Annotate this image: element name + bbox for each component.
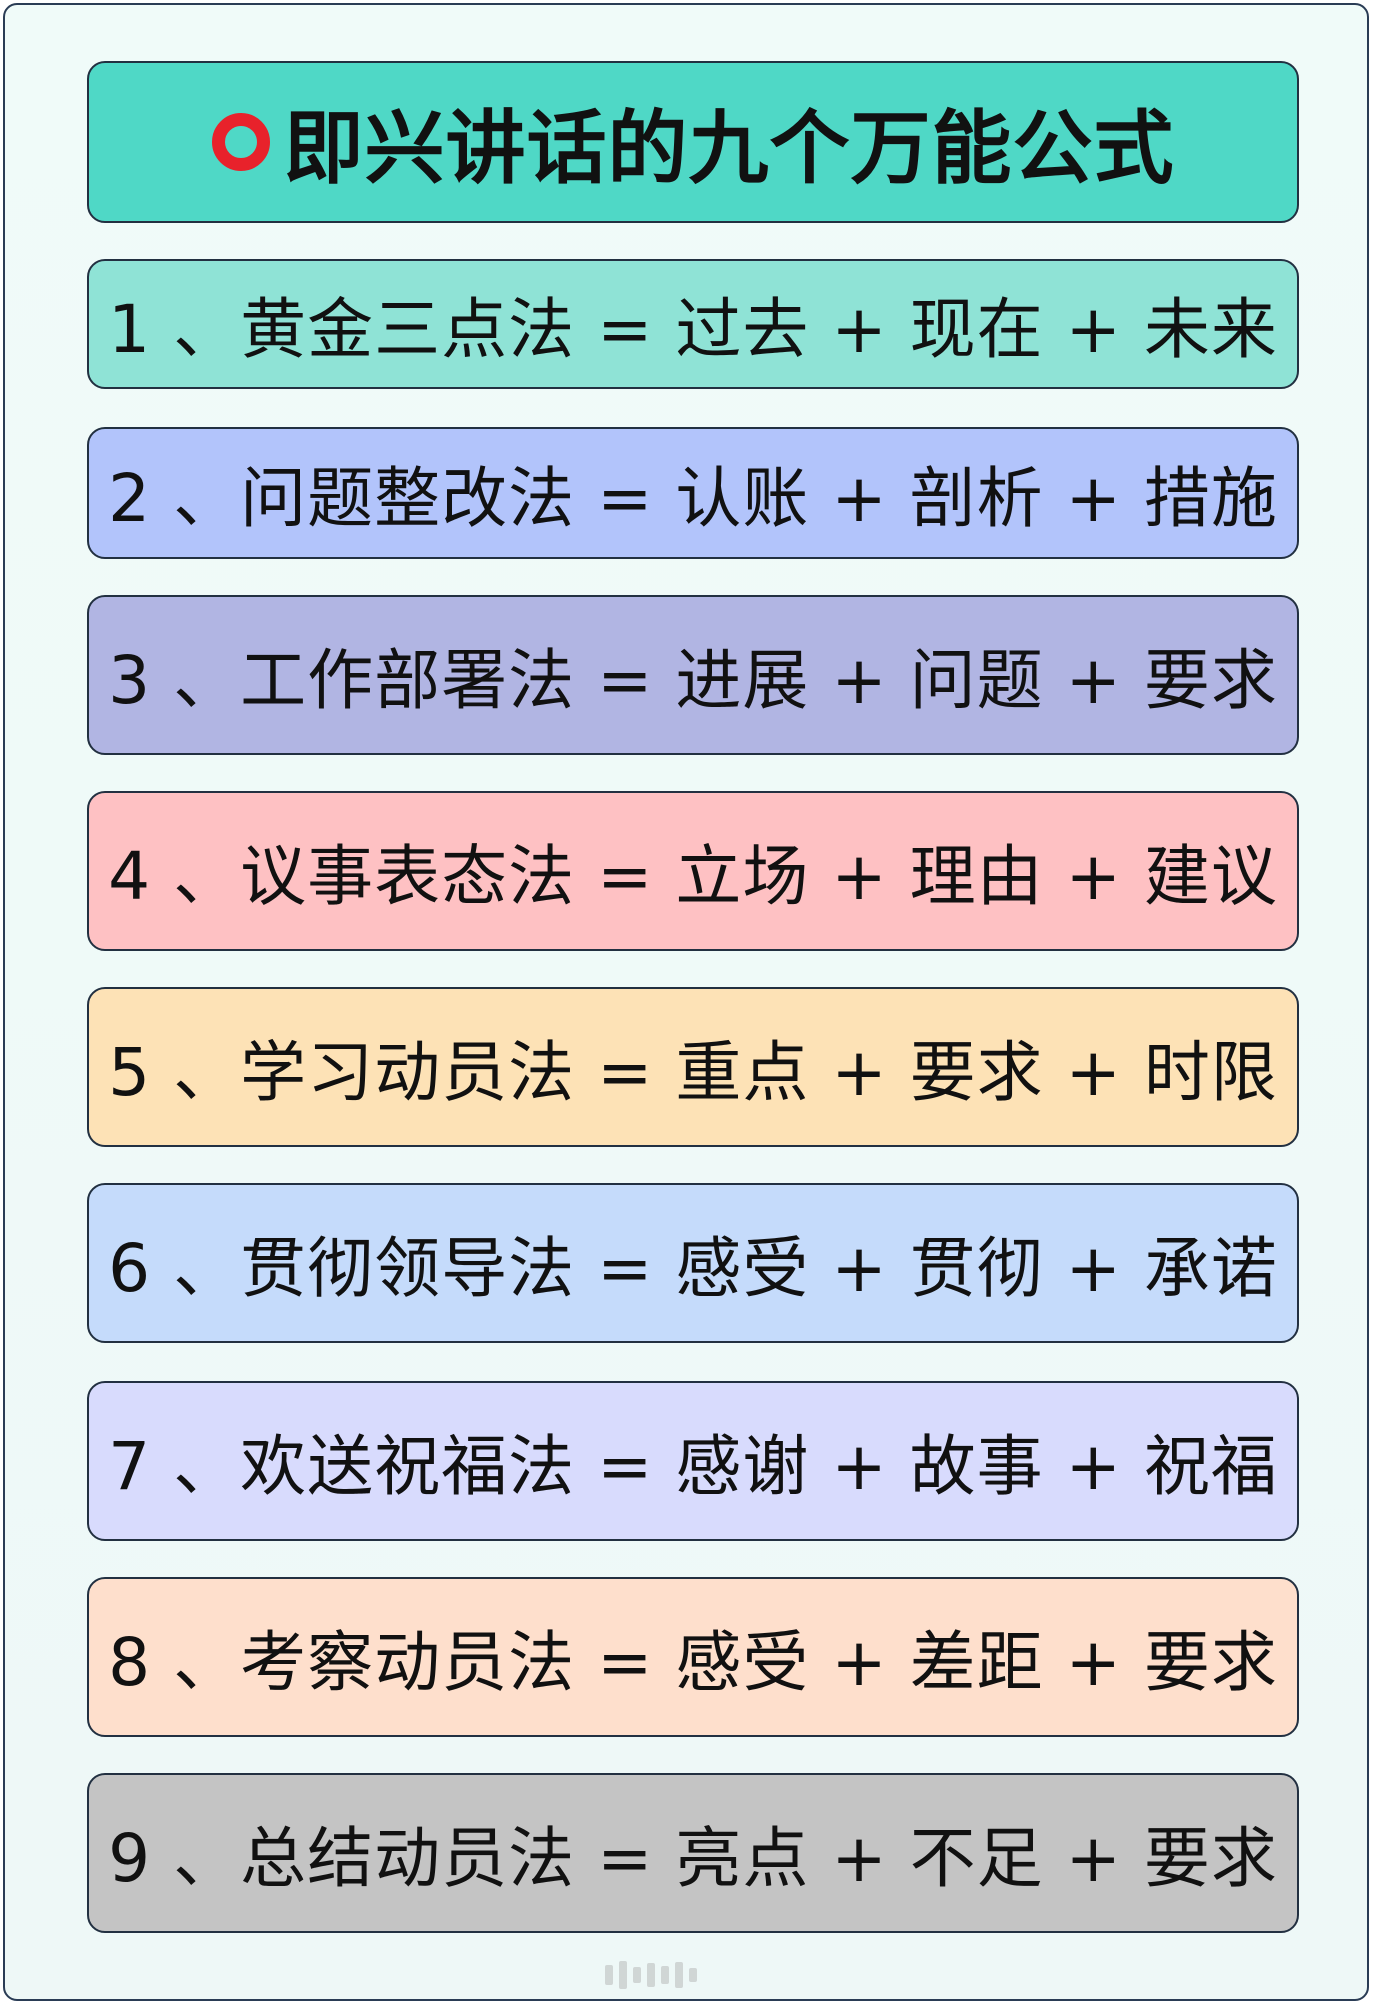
formula-card-6: 6 、贯彻领导法 = 感受 + 贯彻 + 承诺: [87, 1183, 1299, 1343]
title-banner: 即兴讲话的九个万能公式: [87, 61, 1299, 223]
formula-text: 7 、欢送祝福法 = 感谢 + 故事 + 祝福: [108, 1428, 1278, 1505]
watermark-icon: [605, 1955, 805, 1995]
formula-text: 6 、贯彻领导法 = 感受 + 贯彻 + 承诺: [108, 1230, 1278, 1307]
formula-card-9: 9 、总结动员法 = 亮点 + 不足 + 要求: [87, 1773, 1299, 1933]
formula-text: 5 、学习动员法 = 重点 + 要求 + 时限: [108, 1034, 1278, 1111]
formula-text: 4 、议事表态法 = 立场 + 理由 + 建议: [108, 838, 1278, 915]
formula-card-1: 1 、黄金三点法 = 过去 + 现在 + 未来: [87, 259, 1299, 389]
formula-text: 1 、黄金三点法 = 过去 + 现在 + 未来: [108, 291, 1278, 368]
formula-card-5: 5 、学习动员法 = 重点 + 要求 + 时限: [87, 987, 1299, 1147]
formula-text: 9 、总结动员法 = 亮点 + 不足 + 要求: [108, 1820, 1278, 1897]
formula-text: 2 、问题整改法 = 认账 + 剖析 + 措施: [108, 460, 1278, 537]
formula-card-3: 3 、工作部署法 = 进展 + 问题 + 要求: [87, 595, 1299, 755]
formula-card-8: 8 、考察动员法 = 感受 + 差距 + 要求: [87, 1577, 1299, 1737]
title-text: 即兴讲话的九个万能公式: [283, 102, 1175, 195]
red-hollow-circle-icon: [211, 113, 270, 171]
formula-text: 8 、考察动员法 = 感受 + 差距 + 要求: [108, 1624, 1278, 1701]
formula-card-2: 2 、问题整改法 = 认账 + 剖析 + 措施: [87, 427, 1299, 559]
page-title: 即兴讲话的九个万能公式: [211, 84, 1175, 200]
formula-text: 3 、工作部署法 = 进展 + 问题 + 要求: [108, 642, 1278, 719]
page-frame: 即兴讲话的九个万能公式 1 、黄金三点法 = 过去 + 现在 + 未来 2 、问…: [3, 3, 1369, 2001]
formula-card-7: 7 、欢送祝福法 = 感谢 + 故事 + 祝福: [87, 1381, 1299, 1541]
formula-card-4: 4 、议事表态法 = 立场 + 理由 + 建议: [87, 791, 1299, 951]
